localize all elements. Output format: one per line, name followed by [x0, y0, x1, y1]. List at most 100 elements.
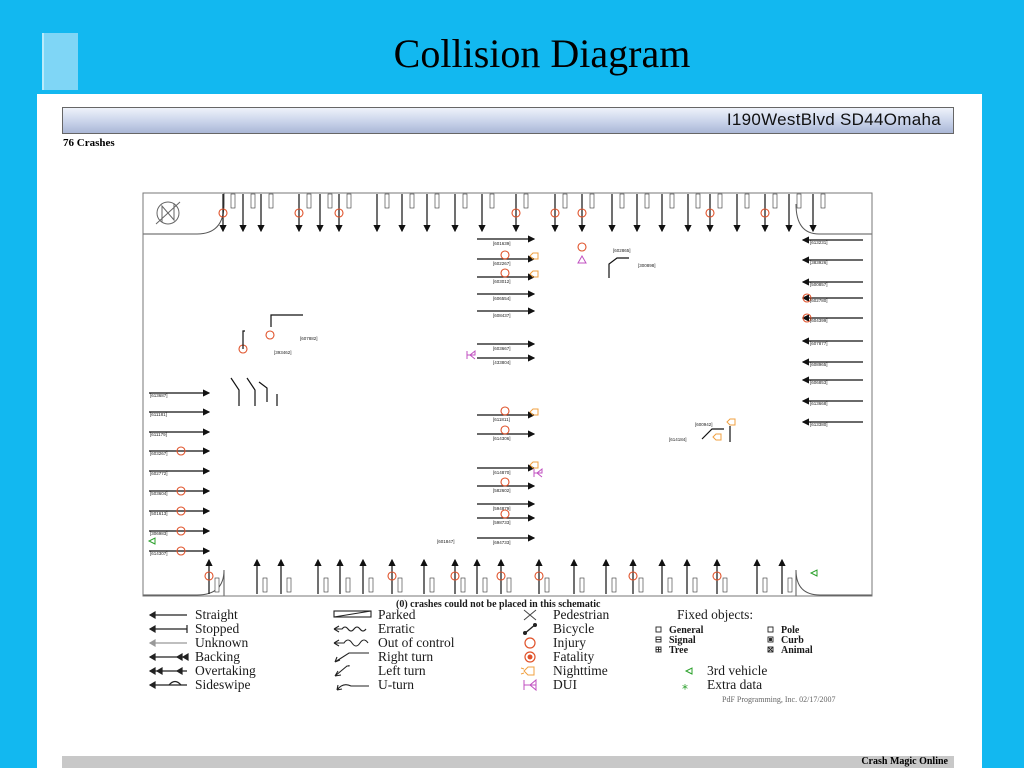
injury-icon	[577, 208, 587, 218]
crash-id: [306983]	[150, 531, 168, 536]
turn-arrow	[270, 314, 303, 327]
crash-id-tag	[544, 577, 550, 593]
injury-icon	[334, 208, 344, 218]
crash-id-tag	[462, 193, 468, 209]
crash-id-tag	[346, 193, 352, 209]
crash-id-tag	[434, 193, 440, 209]
curb-icon	[767, 636, 774, 643]
injury-icon	[500, 509, 510, 519]
fixed-objects-title: Fixed objects:	[677, 607, 753, 622]
crash-id-tag	[611, 577, 617, 593]
crash-id-tag	[523, 193, 529, 209]
crash-id: [603667]	[493, 346, 511, 351]
crash-id-tag	[250, 193, 256, 209]
crash-id-tag	[323, 577, 329, 593]
crash-id-tag	[787, 577, 793, 593]
legend-dui: DUI	[553, 677, 577, 692]
crash-id-tag	[796, 193, 802, 209]
crash-id-tag	[384, 193, 390, 209]
fixed-object-labels: General Signal Tree Pole Curb Animal	[669, 625, 813, 656]
crash-id: [582602]	[493, 488, 511, 493]
crash-id-tag	[692, 577, 698, 593]
turn-arrow	[242, 330, 245, 349]
nighttime-icon	[726, 418, 736, 426]
general-object-icon	[655, 626, 662, 633]
crash-id-tag	[286, 577, 292, 593]
crash-id: [613380]	[810, 422, 828, 427]
legend-tree: Tree	[669, 645, 689, 656]
legend-out-of-control: Out of control	[378, 635, 455, 650]
crash-id: [614184]	[669, 437, 687, 442]
crash-id-tag	[744, 193, 750, 209]
legend-erratic: Erratic	[378, 621, 415, 636]
legend-sideswipe: Sideswipe	[195, 677, 251, 692]
legend-general: General	[669, 625, 704, 636]
crash-id: [606554]	[493, 296, 511, 301]
dui-icon	[533, 467, 543, 478]
crash-id: [603267]	[150, 451, 168, 456]
injury-icon	[705, 208, 715, 218]
crash-id: [393462]	[274, 350, 292, 355]
crash-id-tag	[619, 193, 625, 209]
crash-id: [598733]	[493, 520, 511, 525]
nighttime-icon	[712, 433, 722, 441]
legend-backing: Backing	[195, 649, 240, 664]
fatality-icon	[524, 651, 536, 663]
injury-icon	[500, 268, 510, 278]
crash-id: [608965]	[810, 362, 828, 367]
crash-id-tag	[638, 577, 644, 593]
third-vehicle-icon	[809, 569, 818, 577]
injury-icon	[387, 571, 397, 581]
injury-icon	[176, 446, 186, 456]
pedestrian-icon	[523, 609, 537, 621]
crash-id-tag	[397, 577, 403, 593]
crash-id-tag	[489, 193, 495, 209]
crash-id: [503604]	[150, 491, 168, 496]
crash-id: [611181]	[150, 412, 167, 417]
crash-id-tag	[506, 577, 512, 593]
injury-icon	[550, 208, 560, 218]
nighttime-icon	[529, 461, 539, 469]
legend-injury: Injury	[553, 635, 586, 650]
injury-icon	[176, 486, 186, 496]
legend-movements	[148, 610, 189, 690]
injury-icon	[204, 571, 214, 581]
injury-icon	[802, 313, 812, 323]
footer-bar: Crash Magic Online	[62, 756, 954, 768]
legend-severity-labels: Pedestrian Bicycle Injury Fatality Night…	[553, 607, 609, 692]
crash-id-tag	[669, 193, 675, 209]
injury-icon	[534, 571, 544, 581]
injury-icon	[496, 571, 506, 581]
report-header-location: I190WestBlvd SD44Omaha	[726, 110, 941, 129]
crash-id: [614870]	[493, 470, 511, 475]
crash-id-tag	[722, 577, 728, 593]
crash-id: [608437]	[493, 313, 511, 318]
crash-id-tag	[667, 577, 673, 593]
crash-id: [613231]	[810, 240, 828, 245]
turn-arrow	[230, 377, 256, 406]
crash-id: [602780]	[810, 298, 828, 303]
crash-id: [433804]	[493, 360, 511, 365]
crash-id-tag	[214, 577, 220, 593]
crash-id: [603012]	[493, 279, 511, 284]
crash-id-tag	[306, 193, 312, 209]
slide-accent-bar	[42, 33, 78, 90]
crash-id-tag	[589, 193, 595, 209]
legend-animal: Animal	[781, 645, 813, 656]
crash-id: [607877]	[810, 341, 828, 346]
legend-overtaking: Overtaking	[195, 663, 256, 678]
injury-icon	[760, 208, 770, 218]
legend-unknown: Unknown	[195, 635, 248, 650]
injury-icon	[265, 330, 275, 340]
legend-u-turn: U-turn	[378, 677, 414, 692]
injury-icon	[628, 571, 638, 581]
crash-id-tag	[409, 193, 415, 209]
injury-icon	[176, 546, 186, 556]
legend-curb: Curb	[781, 635, 804, 646]
crash-id: [594879]	[493, 506, 511, 511]
crash-id-tag	[717, 193, 723, 209]
crash-id: [300898]	[638, 263, 656, 268]
crash-id: [600942]	[695, 422, 713, 427]
crash-marks: [613687][611181][611179][603267][602772]…	[147, 193, 863, 594]
legend-straight: Straight	[195, 607, 238, 622]
